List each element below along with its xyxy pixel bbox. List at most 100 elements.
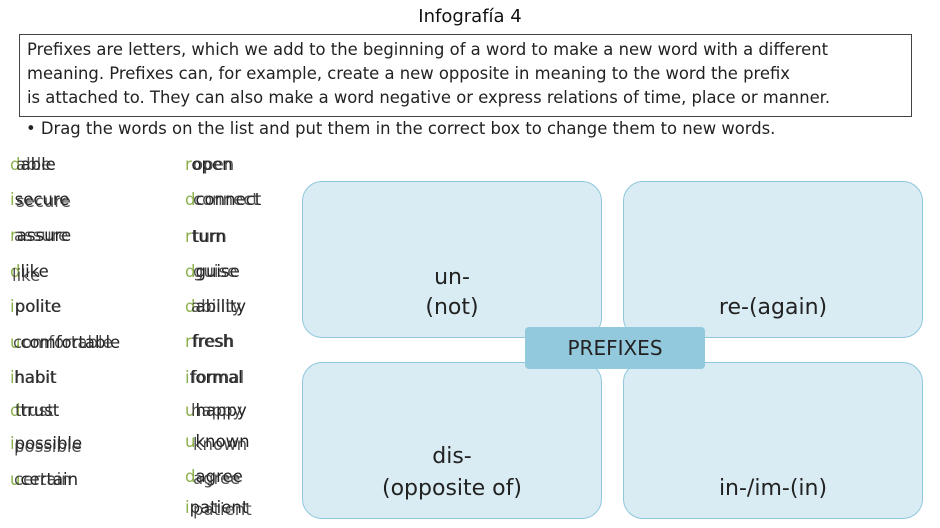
- word-ghost: possible: [14, 437, 82, 456]
- word-ghost: assure: [14, 226, 69, 245]
- word-text: certain: [20, 470, 79, 489]
- word-ghost: ability: [191, 297, 242, 316]
- draggable-word[interactable]: uknown known: [185, 432, 250, 454]
- box-label: un-: [434, 265, 470, 290]
- word-prefix: i: [10, 368, 15, 387]
- draggable-word[interactable]: ropen open: [185, 155, 235, 175]
- word-ghost: certain: [14, 470, 72, 489]
- word-prefix: r: [185, 227, 192, 246]
- box-label: in-/im-(in): [718, 476, 828, 501]
- word-prefix: d: [185, 262, 196, 281]
- word-ghost: turn: [193, 227, 227, 246]
- word-ghost: habit: [14, 368, 57, 387]
- word-text: formal: [189, 368, 243, 387]
- word-prefix: r: [10, 226, 17, 245]
- word-ghost: like: [12, 266, 41, 285]
- word-ghost: comfortable: [13, 333, 113, 352]
- word-text: connect: [195, 190, 262, 209]
- word-prefix: d: [185, 467, 196, 486]
- intro-line-3: is attached to. They can also make a wor…: [27, 88, 831, 107]
- word-text: fresh: [191, 332, 234, 351]
- word-text: trust: [20, 401, 60, 420]
- draggable-word[interactable]: dtrust trust: [10, 401, 59, 421]
- drop-box-un[interactable]: un- (not): [302, 181, 602, 338]
- word-text: polite: [14, 297, 61, 316]
- word-ghost: guise: [193, 262, 238, 281]
- word-prefix: r: [185, 155, 192, 174]
- drop-box-in[interactable]: in-/im-(in): [623, 362, 923, 519]
- word-ghost: fresh: [193, 332, 235, 351]
- draggable-word[interactable]: ihabit habit: [10, 368, 57, 388]
- word-prefix: u: [185, 401, 196, 420]
- draggable-word[interactable]: uhappy happy: [185, 401, 247, 421]
- word-prefix: u: [10, 470, 21, 489]
- word-text: agree: [195, 467, 243, 486]
- intro-line-2: meaning. Prefixes can, for example, crea…: [27, 64, 790, 83]
- box-label: dis-: [432, 444, 472, 469]
- draggable-word[interactable]: ipatient patient: [185, 498, 252, 519]
- word-text: happy: [195, 401, 247, 420]
- word-ghost: connect: [193, 190, 259, 209]
- draggable-word[interactable]: rfresh fresh: [185, 332, 235, 352]
- word-prefix: d: [10, 262, 21, 281]
- prefixes-tag: PREFIXES: [525, 327, 705, 369]
- draggable-word[interactable]: dagree agree: [185, 467, 243, 488]
- word-ghost: secure: [16, 192, 71, 211]
- draggable-word[interactable]: dconnect connect: [185, 190, 261, 210]
- draggable-word[interactable]: dguise guise: [185, 262, 240, 282]
- word-text: possible: [14, 434, 83, 453]
- draggable-word[interactable]: iformal formal: [185, 368, 245, 388]
- word-text: ability: [195, 297, 247, 316]
- word-text: guise: [195, 262, 240, 281]
- word-text: comfortable: [20, 333, 121, 352]
- word-prefix: i: [185, 498, 190, 517]
- word-prefix: i: [10, 297, 15, 316]
- word-prefix: d: [185, 297, 196, 316]
- word-ghost: happy: [191, 401, 243, 420]
- word-text: known: [195, 432, 250, 451]
- word-ghost: trust: [15, 401, 54, 420]
- word-prefix: d: [10, 401, 21, 420]
- draggable-word[interactable]: ipolite polite: [10, 297, 61, 317]
- word-ghost: open: [193, 155, 235, 174]
- word-prefix: r: [185, 332, 192, 351]
- draggable-word[interactable]: isecure secure: [10, 190, 71, 211]
- word-text: secure: [14, 190, 70, 209]
- word-text: like: [20, 262, 49, 281]
- word-prefix: i: [185, 368, 190, 387]
- word-ghost: polite: [15, 297, 62, 316]
- word-prefix: i: [10, 190, 15, 209]
- box-label: re-(again): [718, 295, 828, 320]
- box-label: (not): [425, 295, 479, 320]
- intro-line-1: Prefixes are letters, which we add to th…: [27, 40, 829, 59]
- draggable-word[interactable]: ucomfortable comfortable: [10, 333, 120, 353]
- draggable-word[interactable]: dable able: [10, 155, 56, 175]
- drop-box-dis[interactable]: dis- (opposite of): [302, 362, 602, 519]
- word-prefix: d: [185, 190, 196, 209]
- word-prefix: d: [10, 155, 21, 174]
- word-ghost: known: [193, 435, 248, 454]
- draggable-word[interactable]: dlike like: [10, 262, 49, 285]
- word-prefix: u: [10, 333, 21, 352]
- draggable-word[interactable]: dability ability: [185, 297, 246, 317]
- draggable-word[interactable]: rturn turn: [185, 227, 227, 247]
- drop-box-re[interactable]: re-(again): [623, 181, 923, 338]
- word-ghost: formal: [191, 368, 245, 387]
- draggable-word[interactable]: ipossible possible: [10, 434, 83, 456]
- word-text: assure: [16, 226, 72, 245]
- word-text: open: [191, 155, 233, 174]
- draggable-word[interactable]: ucertain certain: [10, 470, 78, 490]
- word-text: turn: [191, 227, 226, 246]
- word-prefix: u: [185, 432, 196, 451]
- word-text: patient: [189, 498, 249, 517]
- word-prefix: i: [10, 434, 15, 453]
- word-ghost: agree: [193, 469, 241, 488]
- draggable-word[interactable]: rassure assure: [10, 226, 71, 246]
- intro-textbox: Prefixes are letters, which we add to th…: [19, 34, 912, 117]
- word-text: able: [20, 155, 56, 174]
- page-title: Infografía 4: [418, 6, 522, 27]
- word-ghost: patient: [193, 500, 252, 519]
- instruction-text: • Drag the words on the list and put the…: [26, 119, 776, 138]
- box-label: (opposite of): [382, 476, 522, 501]
- word-text: habit: [14, 368, 57, 387]
